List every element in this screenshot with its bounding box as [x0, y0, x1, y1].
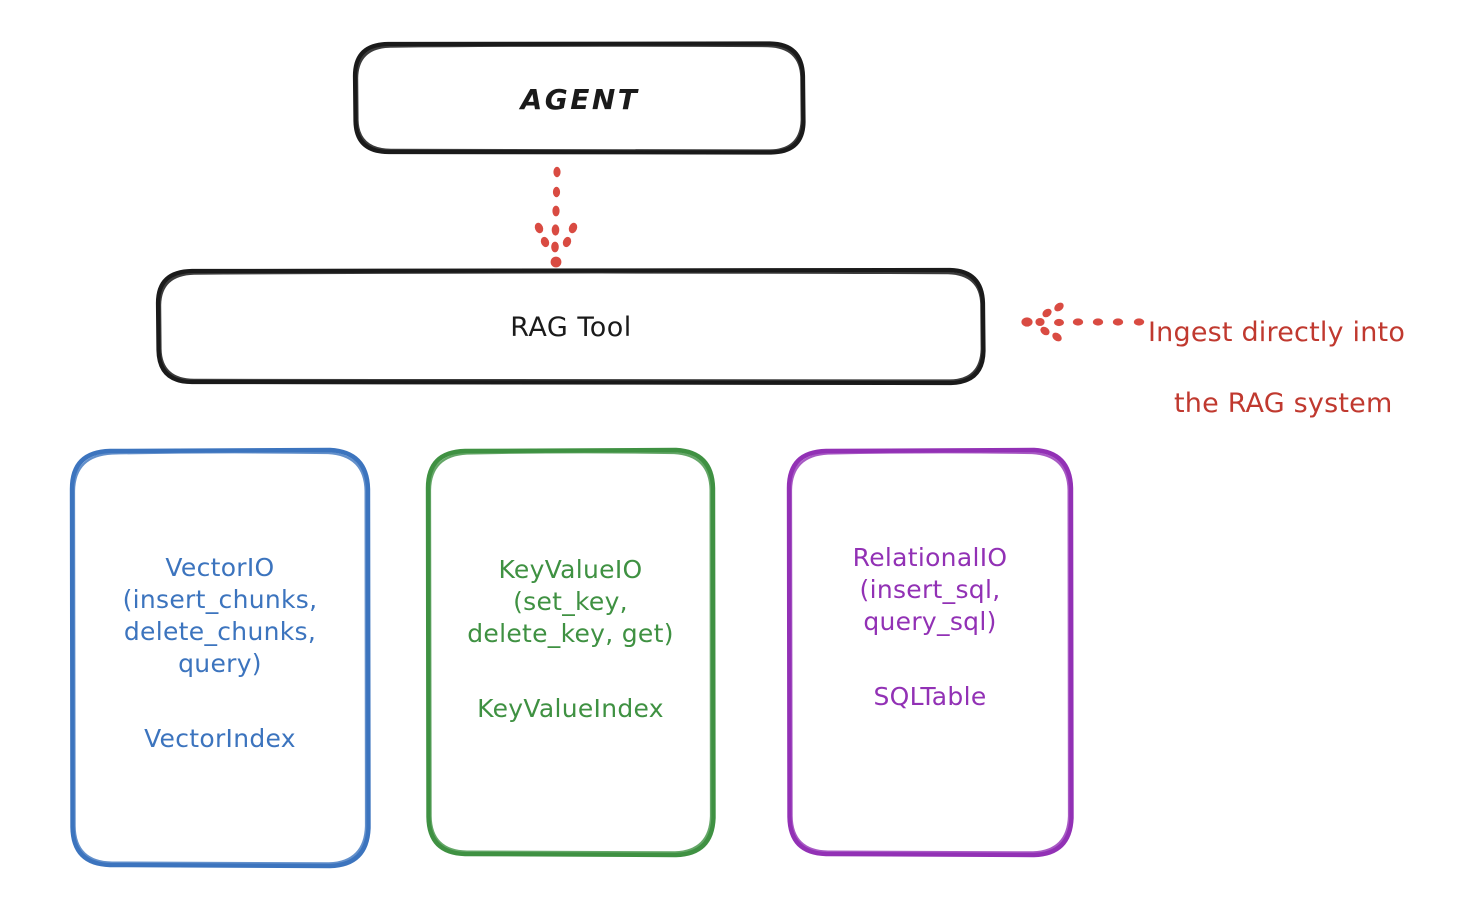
node-vector-io[interactable]: VectorIO (insert_chunks, delete_chunks, … — [72, 450, 368, 866]
vector-io-index: VectorIndex — [144, 723, 296, 753]
connector-agent-to-rag-tool — [534, 166, 578, 268]
node-keyvalue-io[interactable]: KeyValueIO (set_key, delete_key, get) Ke… — [428, 450, 713, 854]
keyvalue-io-index: KeyValueIndex — [477, 693, 664, 723]
ingest-annotation: Ingest directly into the RAG system — [1148, 279, 1478, 457]
node-rag-tool[interactable]: RAG Tool — [158, 270, 984, 384]
relational-io-content: RelationalIO (insert_sql, query_sql) SQL… — [853, 542, 1008, 711]
agent-label: AGENT — [520, 82, 640, 116]
keyvalue-io-title: KeyValueIO (set_key, delete_key, get) — [467, 554, 674, 648]
agent-box-outline — [352, 41, 806, 155]
rag-tool-label: RAG Tool — [510, 311, 632, 343]
vector-io-content: VectorIO (insert_chunks, delete_chunks, … — [123, 552, 318, 753]
rag-tool-box-outline — [155, 267, 986, 386]
ingest-annotation-line-2: the RAG system — [1174, 387, 1393, 419]
relational-io-title: RelationalIO (insert_sql, query_sql) — [852, 542, 1008, 636]
connector-ingest-to-rag-tool — [1021, 302, 1145, 342]
relational-io-box-outline — [786, 447, 1074, 858]
node-agent[interactable]: AGENT — [355, 43, 805, 155]
vector-io-box-outline — [69, 447, 371, 869]
keyvalue-io-content: KeyValueIO (set_key, delete_key, get) Ke… — [467, 554, 674, 723]
ingest-annotation-line-1: Ingest directly into — [1148, 316, 1406, 348]
relational-io-index: SQLTable — [873, 681, 987, 711]
node-relational-io[interactable]: RelationalIO (insert_sql, query_sql) SQL… — [790, 450, 1070, 854]
vector-io-title: VectorIO (insert_chunks, delete_chunks, … — [122, 552, 318, 678]
keyvalue-io-box-outline — [425, 447, 716, 858]
